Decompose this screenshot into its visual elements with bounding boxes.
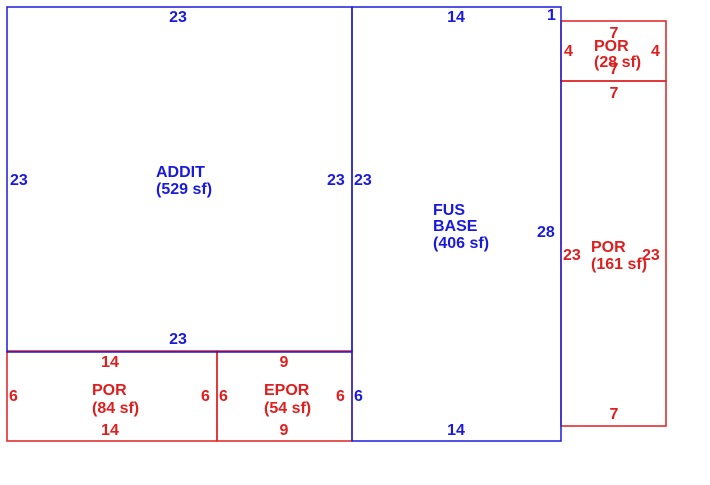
por-left-dim-top: 14 (101, 354, 119, 371)
por-right-dim-top: 7 (610, 85, 619, 102)
por-right-dim-right: 23 (642, 247, 660, 264)
addit-dim-bottom: 23 (169, 331, 187, 348)
por-small-dim-right: 4 (651, 43, 660, 60)
fus-dim-topright: 1 (547, 7, 556, 24)
fus-area: (406 sf) (433, 235, 489, 252)
por-small-dim-top: 7 (610, 25, 619, 42)
por-left-dim-right: 6 (201, 388, 210, 405)
por-right-label: POR (591, 239, 626, 256)
por-right-dim-bottom: 7 (610, 406, 619, 423)
por-small-dim-bottom: 7 (610, 61, 619, 78)
por-left-dim-left: 6 (9, 388, 18, 405)
fus-label-2: BASE (433, 218, 478, 235)
por-left-label: POR (92, 382, 127, 399)
epor-dim-right: 6 (336, 388, 345, 405)
addit-dim-right: 23 (327, 172, 345, 189)
fus-dim-bottomleft: 6 (354, 388, 363, 405)
epor-dim-left: 6 (219, 388, 228, 405)
por-small-label: POR (594, 38, 629, 55)
fus-dim-left: 23 (354, 172, 372, 189)
addit-area: (529 sf) (156, 181, 212, 198)
epor-dim-bottom: 9 (280, 422, 289, 439)
por-small-dim-left: 4 (564, 43, 573, 60)
por-right-dim-left: 23 (563, 247, 581, 264)
fus-dim-bottom: 14 (447, 422, 465, 439)
addit-dim-left: 23 (10, 172, 28, 189)
epor-label: EPOR (264, 382, 310, 399)
por-left-area: (84 sf) (92, 400, 139, 417)
epor-dim-top: 9 (280, 354, 289, 371)
fus-base-outline (351, 6, 562, 442)
por-left-dim-bottom: 14 (101, 422, 119, 439)
por-right-area: (161 sf) (591, 256, 647, 273)
epor-area: (54 sf) (264, 400, 311, 417)
fus-label-1: FUS (433, 202, 465, 219)
addit-label: ADDIT (156, 164, 205, 181)
fus-dim-right: 28 (537, 224, 555, 241)
por-small-area: (28 sf) (594, 54, 641, 71)
fus-dim-top: 14 (447, 9, 465, 26)
addit-dim-top: 23 (169, 9, 187, 26)
